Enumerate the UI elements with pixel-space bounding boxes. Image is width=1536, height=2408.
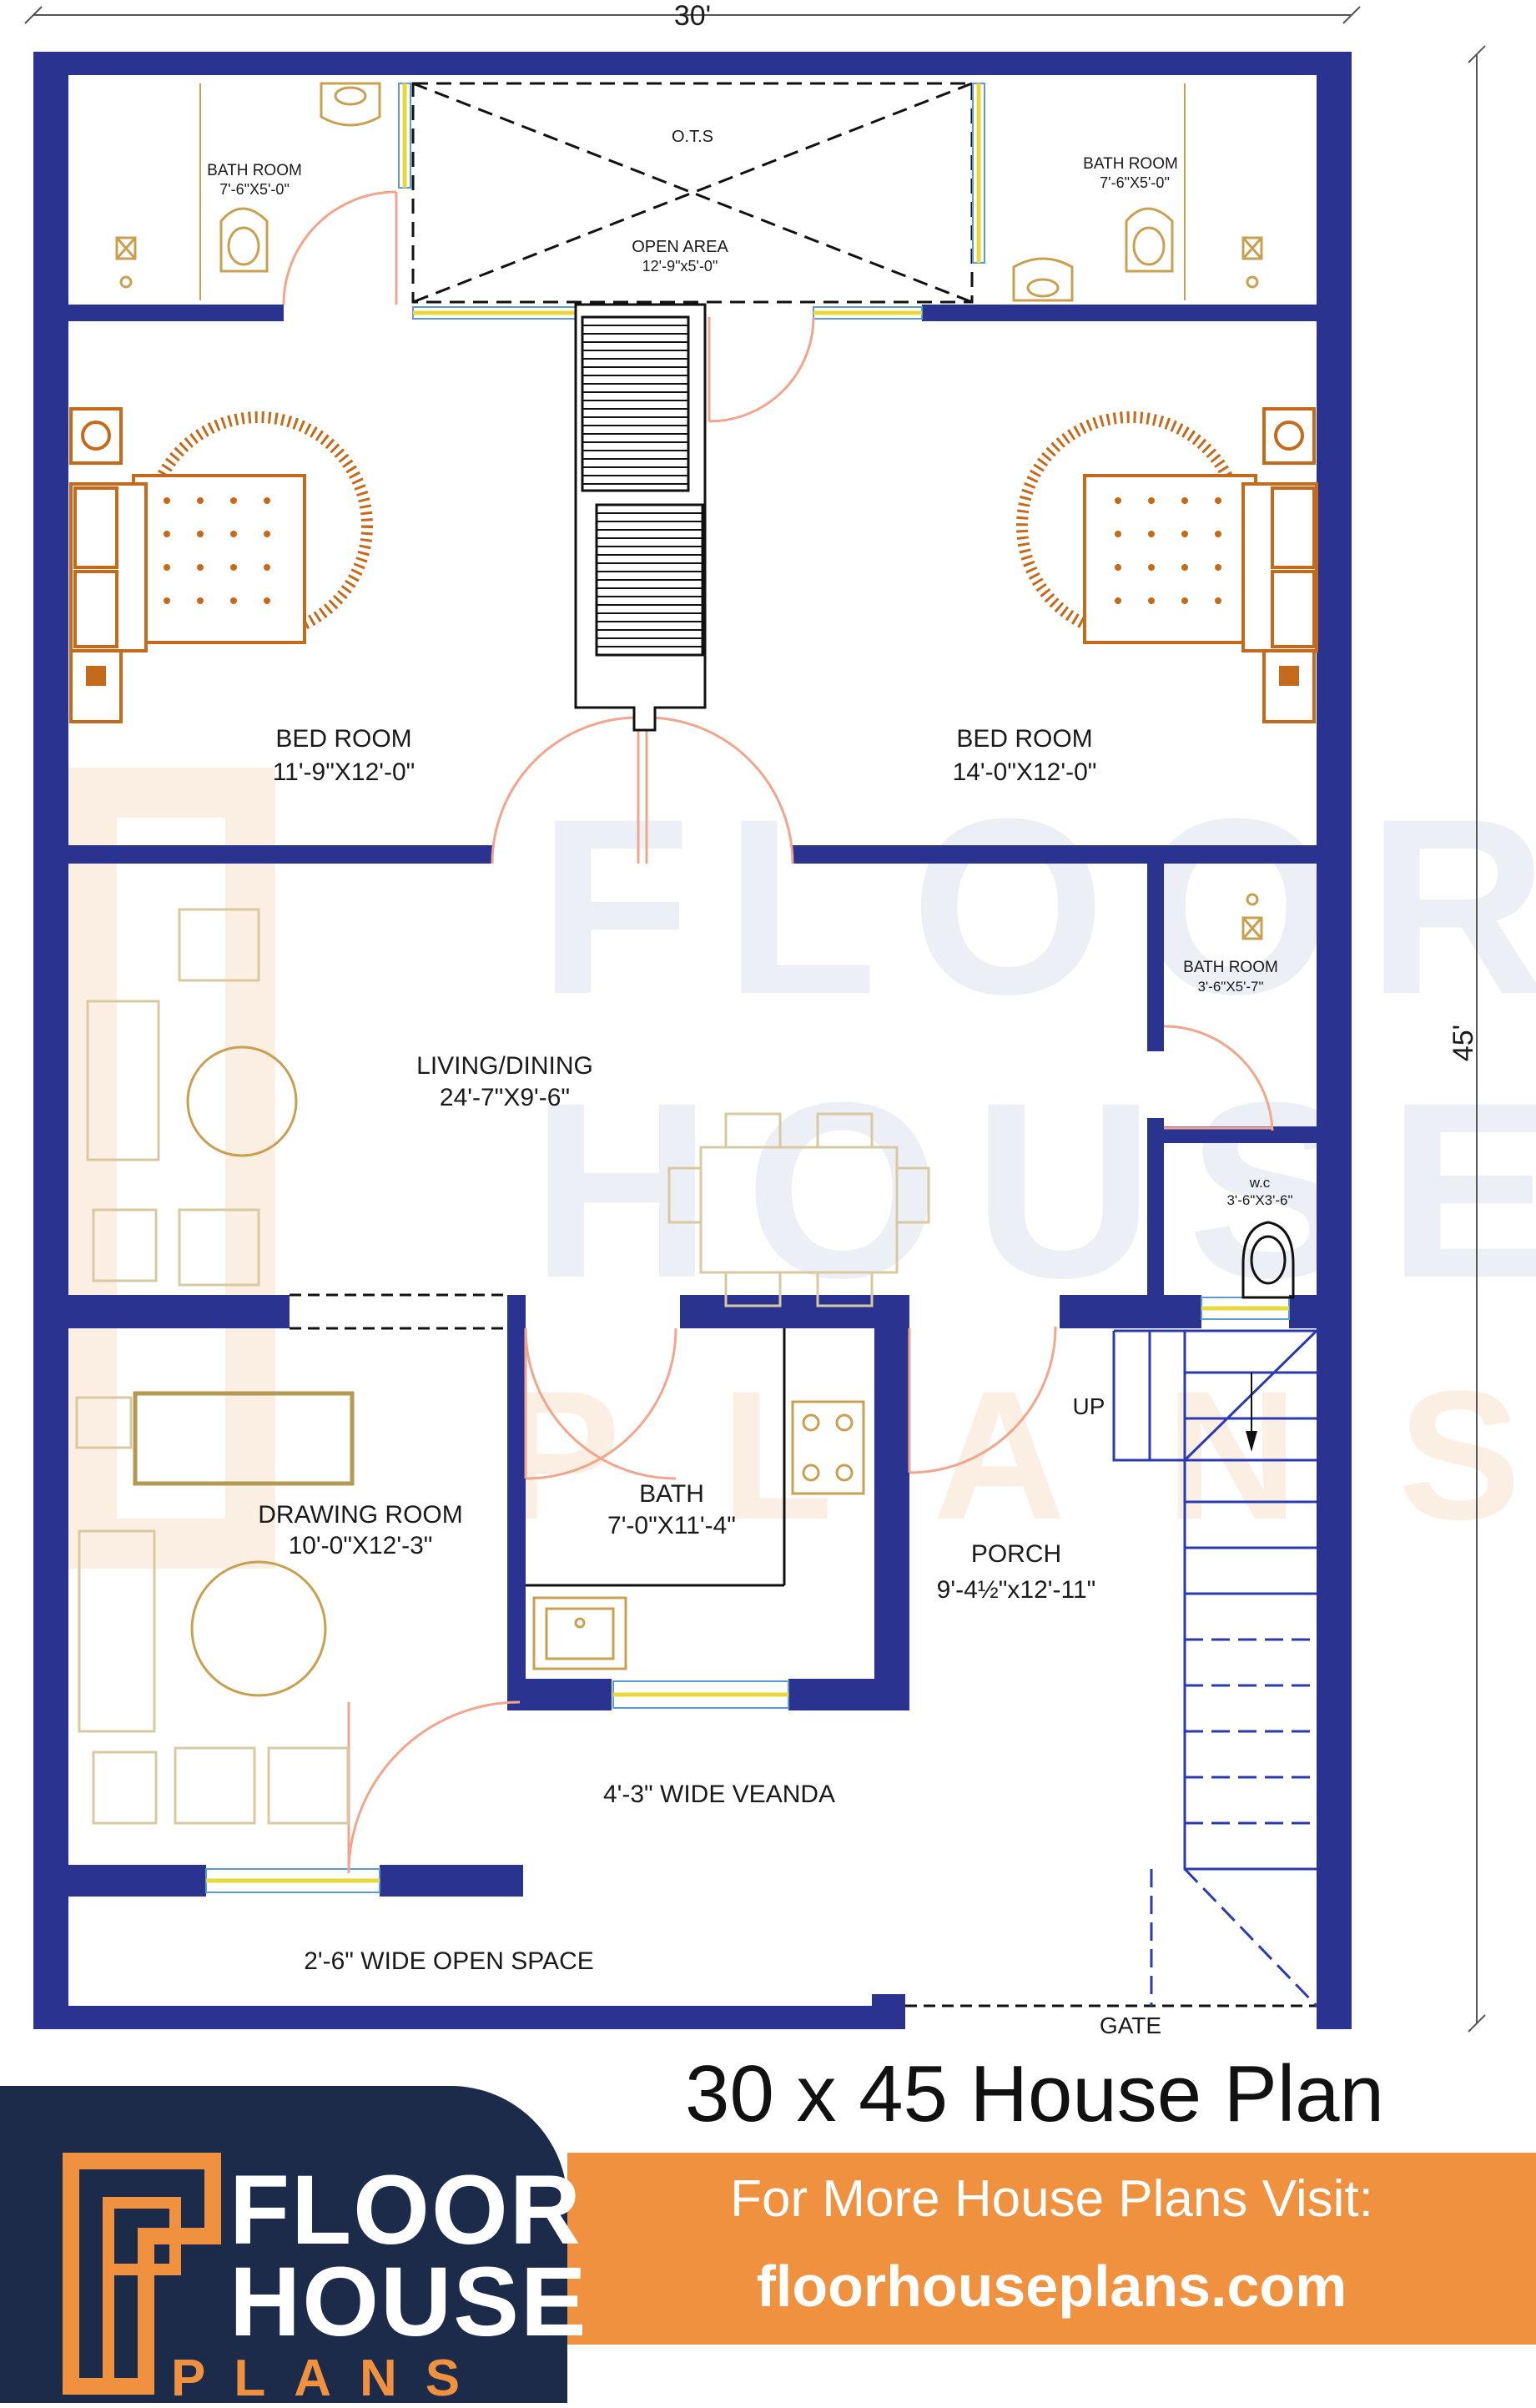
bath-small-size: 3'-6"X5'-7" [1197, 979, 1263, 995]
watermark-floor: FLOOR [538, 766, 1536, 1046]
bed-left-size: 11'-9"X12'-0" [273, 758, 415, 786]
watermark-house: HOUSE [531, 1050, 1536, 1330]
plan-title: 30 x 45 House Plan [685, 2049, 1384, 2138]
porch-size: 9'-4½"x12'-11" [937, 1576, 1096, 1604]
website-link[interactable]: floorhouseplans.com [756, 2254, 1347, 2319]
banner-orange-band [567, 2153, 1536, 2345]
logo-floor-text: FLOOR [229, 2155, 582, 2265]
logo-plans-text: PLANS [171, 2350, 489, 2407]
width-label: 30' [674, 0, 711, 32]
depth-dimension: 45' [1448, 45, 1486, 2033]
wc-name: w.c [1249, 1175, 1271, 1191]
bath-left-name: BATH ROOM [207, 162, 302, 179]
logo-house-text: HOUSE [229, 2247, 588, 2357]
bed-right-name: BED ROOM [956, 725, 1092, 753]
wc-toilet [1241, 1221, 1295, 1299]
bath-right-name: BATH ROOM [1083, 155, 1178, 173]
gate-label: GATE [1100, 2013, 1161, 2038]
open-space-label: 2'-6" WIDE OPEN SPACE [304, 1947, 594, 1975]
logo-mark-icon [63, 2153, 221, 2395]
wc-size: 3'-6"X3'-6" [1226, 1192, 1292, 1208]
veranda-label: 4'-3" WIDE VEANDA [603, 1781, 835, 1808]
walls [33, 52, 1352, 2029]
footer-banner: FLOOR HOUSE PLANS For More House Plans V… [0, 2086, 1536, 2407]
bed-left [69, 407, 373, 723]
banner-logo-panel [0, 2086, 567, 2403]
bed-right-size: 14'-0"X12'-0" [953, 758, 1097, 786]
room-labels: BATH ROOM 7'-6"X5'-0" BATH ROOM 7'-6"X5'… [207, 155, 1292, 2038]
visit-text: For More House Plans Visit: [730, 2170, 1373, 2228]
bath-small-name: BATH ROOM [1183, 959, 1278, 976]
bath-left-size: 7'-6"X5'-0" [219, 181, 290, 198]
bed-left-name: BED ROOM [275, 725, 411, 753]
living-name: LIVING/DINING [416, 1052, 593, 1080]
open-area-label: OPEN AREA [632, 238, 728, 256]
drawing-size: 10'-0"X12'-3" [289, 1532, 433, 1559]
up-label: UP [1073, 1393, 1105, 1419]
bath-fixtures [115, 82, 1263, 1670]
partitions [199, 83, 1186, 1587]
depth-label: 45' [1448, 1025, 1479, 1061]
open-area-size: 12'-9"x5'-0" [642, 258, 718, 275]
bath-center-size: 7'-0"X11'-4" [607, 1512, 736, 1539]
windows [205, 83, 1290, 1893]
width-dimension: 30' [24, 0, 1361, 32]
porch-staircase [1112, 1329, 1318, 2008]
ots-label: O.T.S [672, 128, 713, 146]
drawing-furniture [75, 1391, 355, 1825]
living-size: 24'-7"X9'-6" [440, 1084, 570, 1111]
drawing-name: DRAWING ROOM [258, 1501, 463, 1529]
bath-center-name: BATH [639, 1480, 704, 1508]
ots-area: O.T.S OPEN AREA 12'-9"x5'-0" [411, 82, 974, 304]
watermark-logo-mark [67, 768, 275, 1569]
bath-right-size: 7'-6"X5'-0" [1100, 174, 1170, 191]
bed-right [1016, 407, 1318, 723]
central-staircase [574, 303, 707, 732]
porch-name: PORCH [971, 1540, 1061, 1568]
living-furniture [86, 908, 930, 1307]
